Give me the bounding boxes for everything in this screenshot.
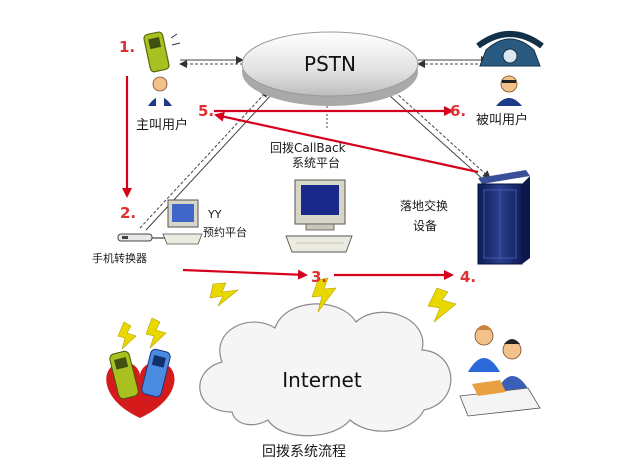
callback-platform-computer-icon [285,179,353,253]
internet-cloud: Internet [199,303,452,437]
lightning-icon [427,287,457,323]
switch-label-line1: 落地交换 [400,198,448,213]
phone-converter-label: 手机转换器 [92,251,147,265]
pstn-cloud: PSTN [241,31,419,106]
yy-label-line2: 预约平台 [203,225,247,239]
caller-label: 主叫用户 [136,117,188,133]
red-flow-arrows [122,76,479,280]
lightning-icon [145,317,167,349]
callee-icon [476,31,544,106]
phones-heart-icon [106,348,175,418]
diagram-caption: 回拨系统流程 [262,444,346,460]
lightning-bolts [117,277,457,350]
step-4: 4. [460,268,476,286]
switch-label-line2: 设备 [413,219,437,233]
lightning-icon [117,321,137,350]
switch-rack-icon [477,170,530,265]
step-3: 3. [311,268,327,286]
internet-label: Internet [282,368,362,392]
arrow-step-3a [182,268,308,280]
caller-icon [143,31,181,106]
step-5: 5. [198,102,214,120]
step-6: 6. [450,102,466,120]
yy-platform-computer-icon [162,199,203,245]
lightning-icon [311,277,337,313]
callback-platform-label-line2: 系统平台 [292,155,340,170]
arrow-step-5 [214,111,479,174]
yy-label-line1: YY [207,208,222,221]
pstn-label: PSTN [304,52,356,76]
step-1: 1. [119,38,135,56]
step-2: 2. [120,204,136,222]
lightning-icon [209,282,240,307]
callback-platform-label-line1: 回拨CallBack [270,141,346,155]
people-meeting-icon [459,325,541,417]
callee-label: 被叫用户 [476,112,528,128]
step-numbers: 1. 2. 3. 4. 5. 6. [119,38,476,286]
phone-converter-icon [117,233,165,242]
